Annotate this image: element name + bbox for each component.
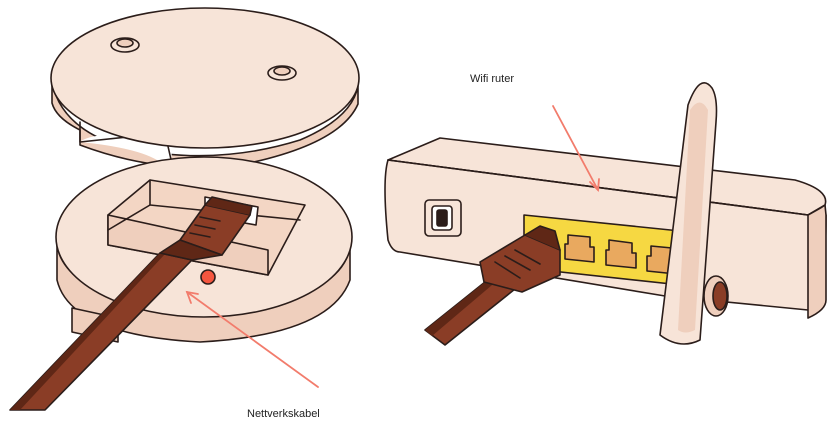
box-lid <box>50 7 360 169</box>
router-label: Wifi ruter <box>470 73 514 85</box>
ethernet-plug-icon <box>479 225 561 293</box>
ethernet-plug-icon <box>159 196 253 261</box>
callout-arrow-cable <box>185 290 319 388</box>
fiber-box-illustration <box>9 7 360 411</box>
lid-screw-right <box>267 65 297 81</box>
status-led-icon <box>200 269 216 285</box>
lan-port-1 <box>564 234 595 263</box>
antenna-connector <box>703 275 729 317</box>
cable-label: Nettverkskabel <box>247 408 320 420</box>
callout-arrow-router <box>552 105 600 192</box>
left-ethernet-cable <box>9 196 253 411</box>
lid-screw-left <box>110 37 140 53</box>
right-ethernet-cable <box>424 225 561 346</box>
wifi-router-illustration <box>384 82 827 346</box>
antenna-icon <box>659 82 718 345</box>
power-socket-icon <box>424 199 462 237</box>
lan-port-panel <box>523 214 691 287</box>
lan-port-2 <box>605 239 637 269</box>
